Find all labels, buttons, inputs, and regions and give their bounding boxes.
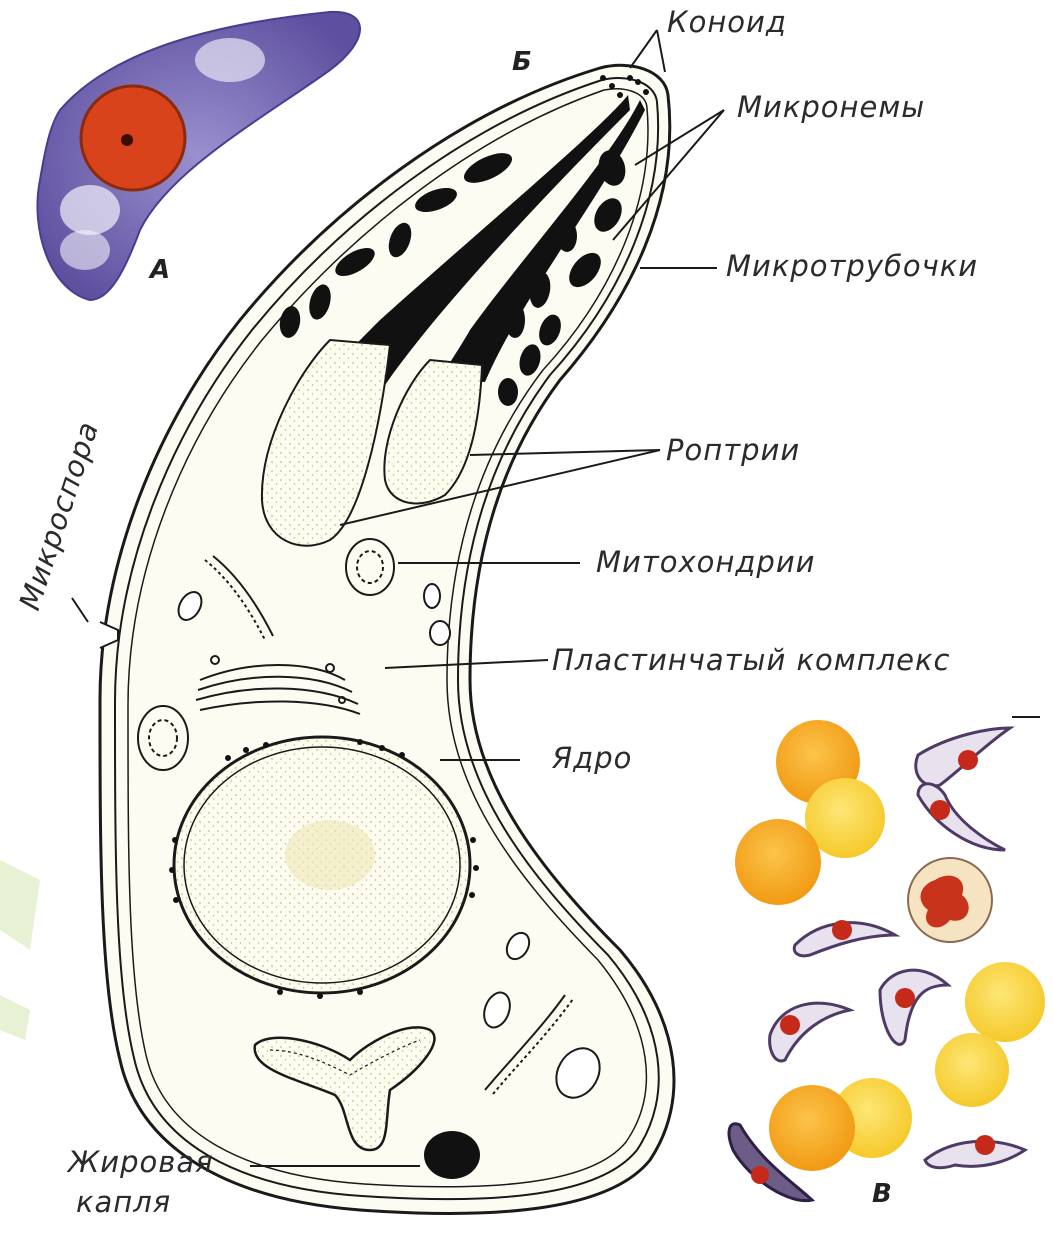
conoid-label: Коноид [667, 5, 787, 39]
fat-droplet-label-line2: капля [76, 1185, 171, 1219]
nucleus-label: Ядро [551, 741, 632, 775]
micronemes-label: Микронемы [737, 90, 925, 124]
lamellar-complex-label: Пластинчатый комплекс [552, 643, 950, 677]
panel-c-label: В [872, 1179, 892, 1209]
panel-c-blood-smear [729, 717, 1045, 1201]
parasite-nucleus [81, 86, 185, 190]
micropore-label: Микроспора [12, 417, 105, 614]
fat-droplet-label-line1: Жировая [66, 1145, 214, 1179]
panel-a-label: А [148, 255, 170, 285]
panel-b-label: Б [512, 47, 532, 77]
rhoptries-label: Роптрии [666, 433, 800, 467]
fat-droplet [424, 1131, 480, 1179]
mitochondria-label: Митохондрии [596, 545, 816, 579]
red-blood-cell [735, 819, 821, 905]
red-blood-cell [935, 1033, 1009, 1107]
red-blood-cell [769, 1085, 855, 1171]
microtubules-label: Микротрубочки [726, 249, 978, 283]
watermark-shape [0, 860, 40, 1040]
red-blood-cell [965, 962, 1045, 1042]
